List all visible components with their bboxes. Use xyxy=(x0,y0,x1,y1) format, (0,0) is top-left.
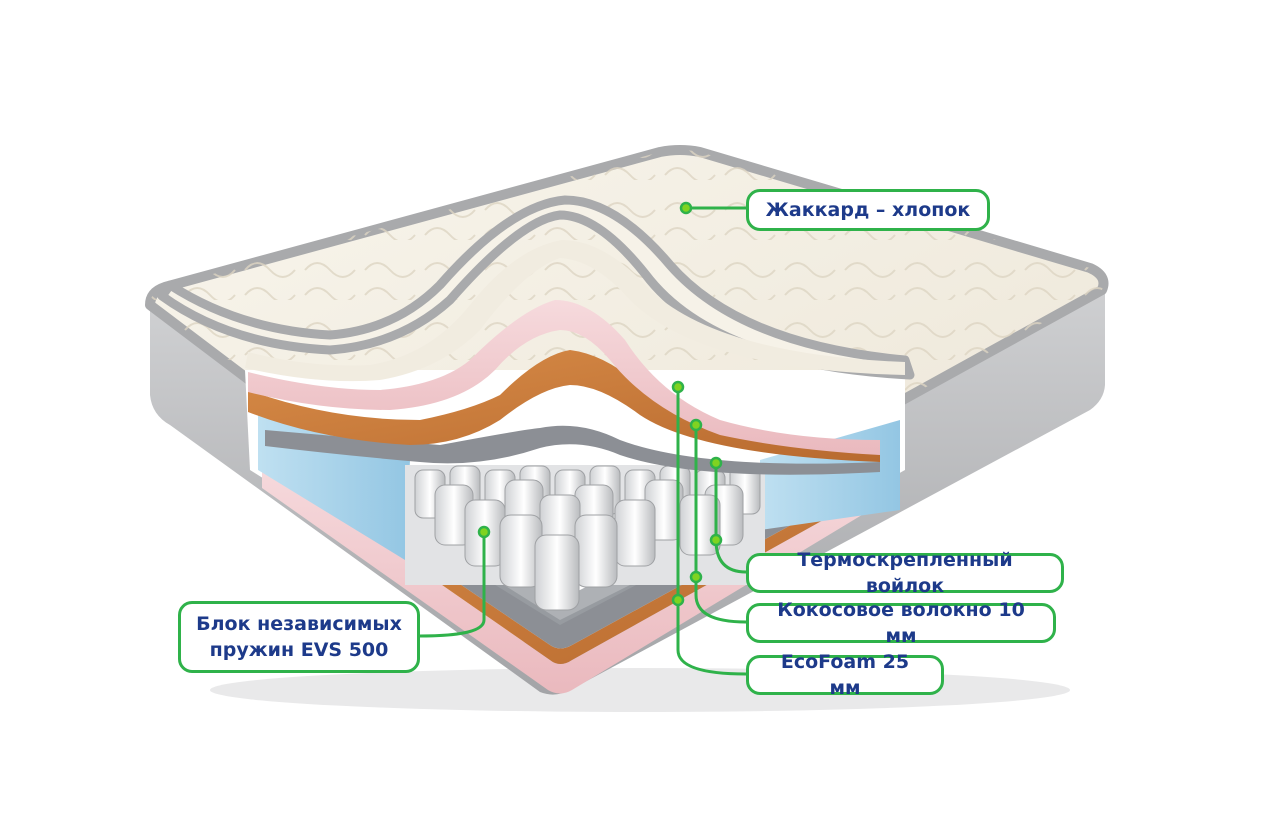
dot-eco-top xyxy=(671,380,685,394)
pink-foam-bottom xyxy=(262,460,895,694)
dot-coco-top xyxy=(689,418,703,432)
dot-eco-bottom xyxy=(671,593,685,607)
label-coconut: Кокосовое волокно 10 мм xyxy=(777,599,1025,647)
dot-felt-bottom xyxy=(709,533,723,547)
cover-flap xyxy=(157,195,915,380)
dot-coco-bottom xyxy=(689,570,703,584)
leader-coco xyxy=(694,425,747,624)
label-ecofoam: EcoFoam 25 мм xyxy=(780,651,910,699)
leader-eco xyxy=(676,387,747,676)
felt-top xyxy=(265,425,880,475)
callout-coconut: Кокосовое волокно 10 мм xyxy=(746,599,1056,647)
dot-felt-top xyxy=(709,456,723,470)
dot-springs xyxy=(477,525,491,539)
leader-springs xyxy=(419,532,486,638)
spring-block xyxy=(405,465,765,611)
callout-felt: Термоскрепленный войлок xyxy=(746,549,1064,597)
callout-jacquard: Жаккард – хлопок xyxy=(746,189,990,231)
dot-jacquard xyxy=(679,201,693,215)
callout-ecofoam: EcoFoam 25 мм xyxy=(746,651,944,699)
label-springs: Блок независимых пружин EVS 500 xyxy=(196,613,402,661)
label-jacquard: Жаккард – хлопок xyxy=(765,199,971,221)
anchor-dots xyxy=(477,201,723,607)
callout-springs: Блок независимых пружин EVS 500 xyxy=(178,601,420,673)
cover-flap-underside xyxy=(245,240,905,382)
label-felt: Термоскрепленный войлок xyxy=(797,549,1013,597)
pink-foam-top xyxy=(248,300,880,455)
